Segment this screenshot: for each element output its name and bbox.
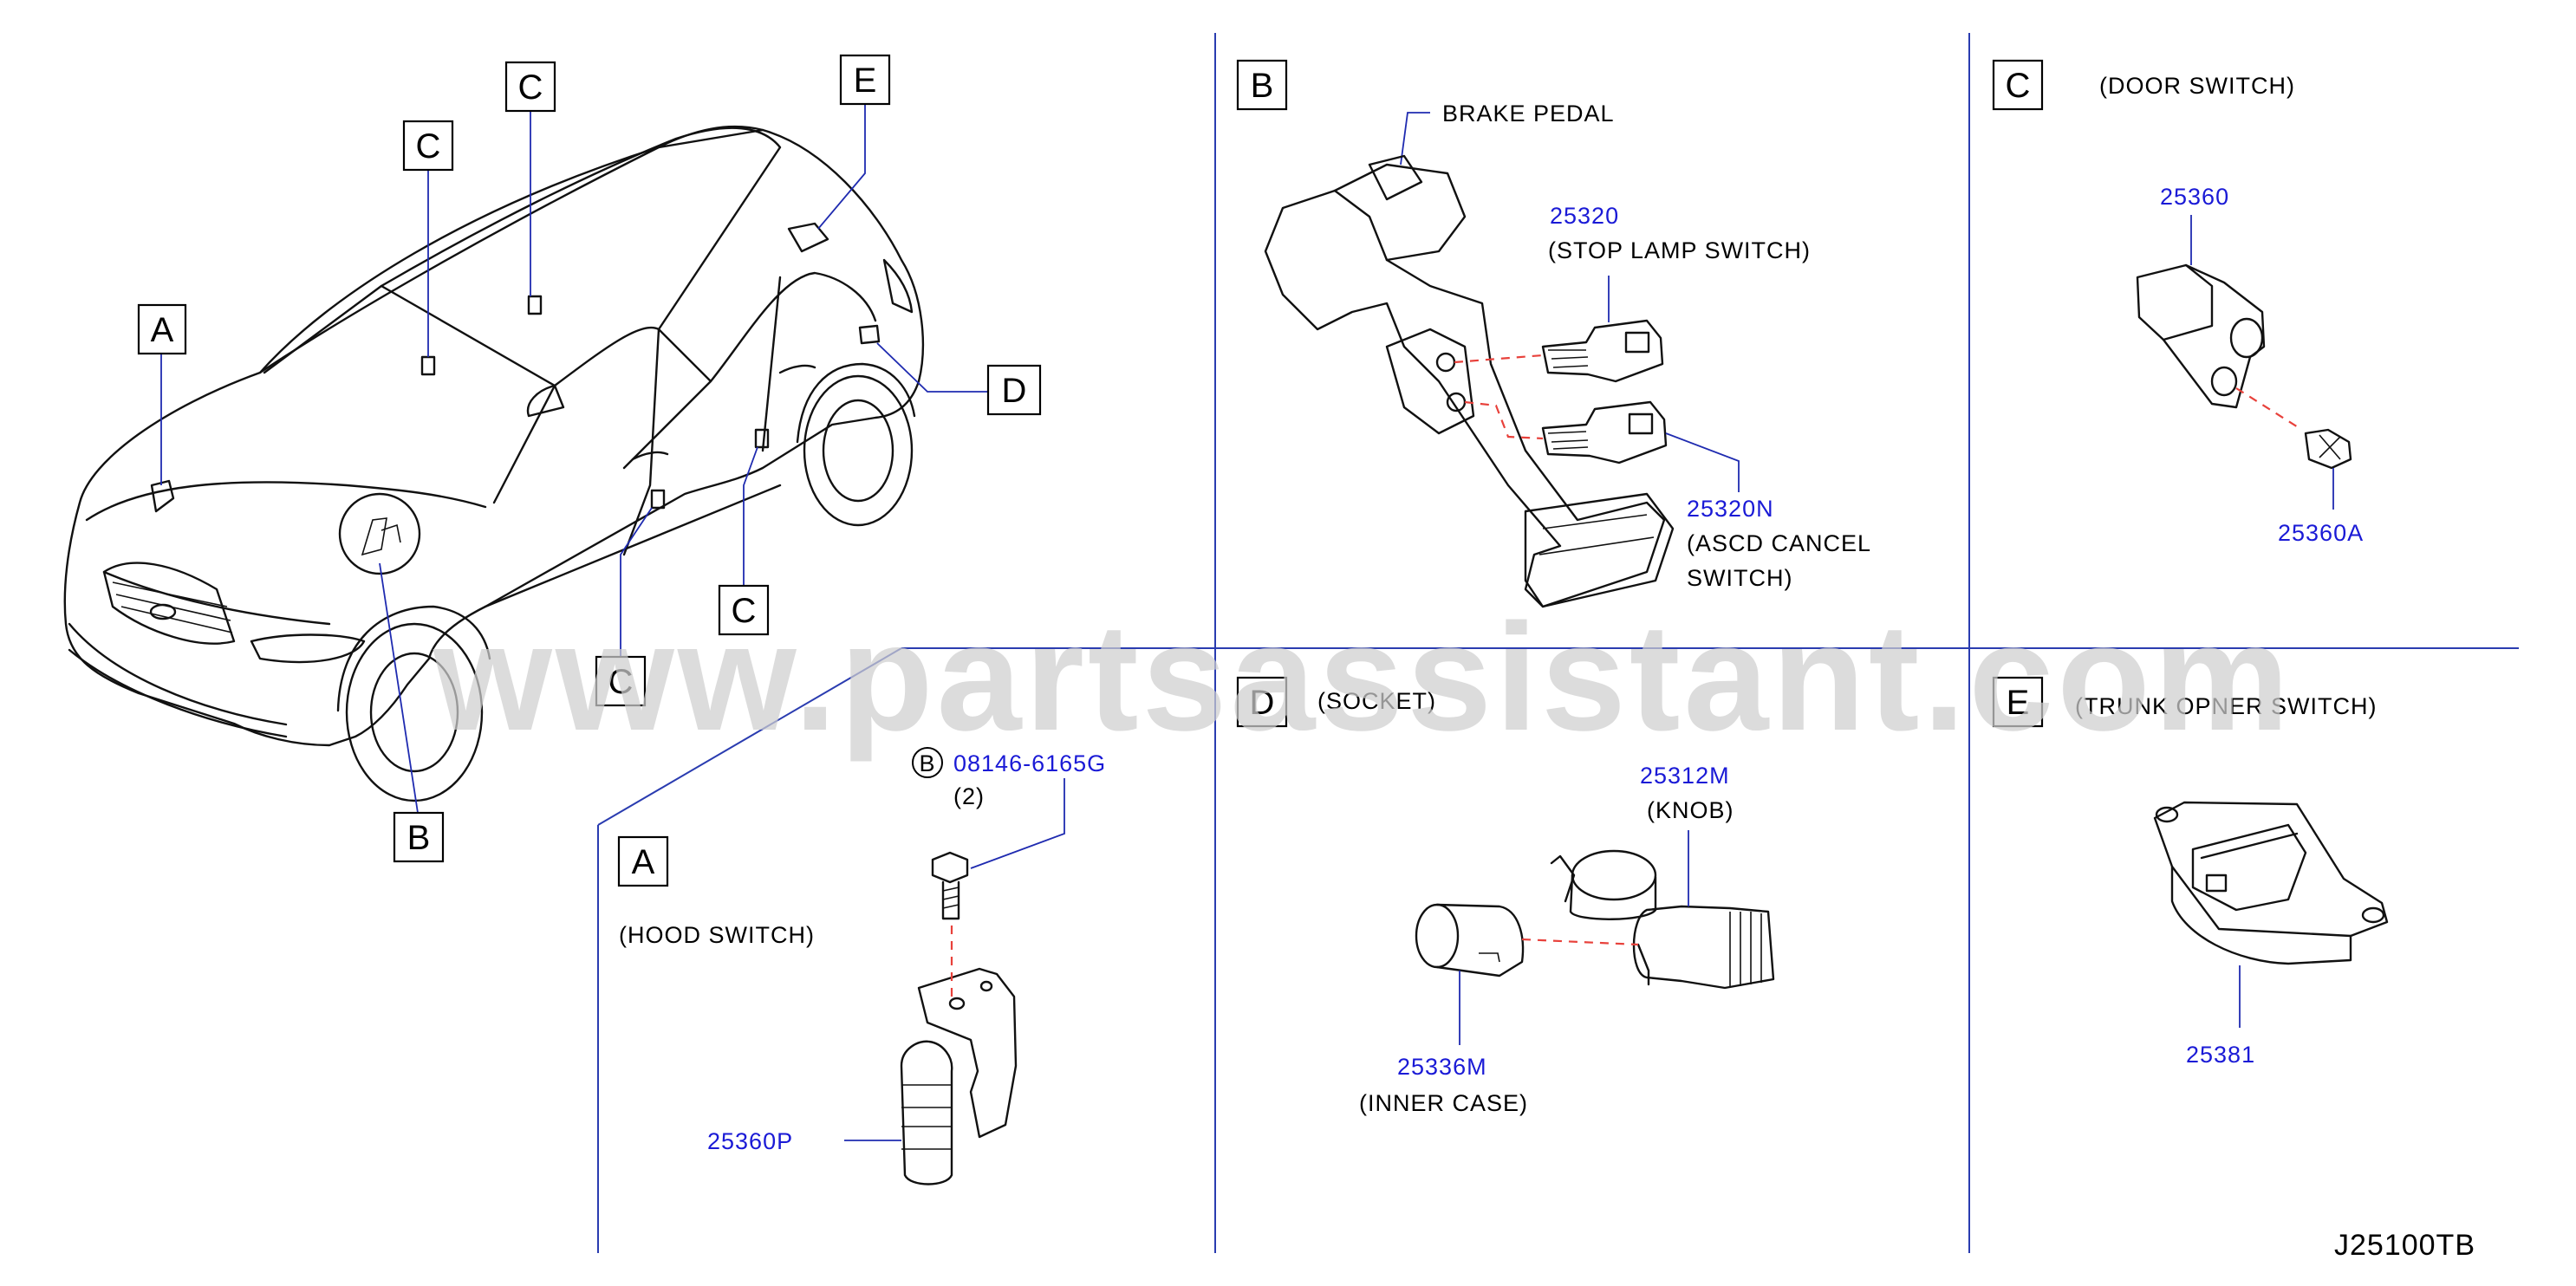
part-number: 25360A	[2278, 520, 2364, 546]
switch-marker	[754, 428, 770, 449]
panel-letter: E	[2007, 684, 2030, 722]
socket-marker	[858, 324, 881, 345]
part-number: 25320	[1550, 203, 1619, 229]
panel-letter: C	[2006, 67, 2031, 105]
ascd-cancel-switch-illustration	[1541, 400, 1668, 464]
callout-label: A	[151, 311, 174, 349]
panel-title: (DOOR SWITCH)	[2099, 73, 2295, 99]
part-number: 25381	[2186, 1042, 2255, 1068]
brake-pedal-title: BRAKE PEDAL	[1442, 101, 1615, 127]
callout-b: B	[379, 562, 445, 863]
panel-letter-box	[1992, 676, 2044, 728]
callout-c-bottom-left: C	[595, 507, 653, 707]
panel-d-socket: D (SOCKET) 25312M (KNOB) 25336M (INNER C…	[1236, 676, 1775, 1116]
vehicle-illustration	[63, 125, 925, 802]
bolt-part-number: 08146-6165G	[953, 750, 1106, 776]
callout-d: D	[876, 342, 1042, 416]
trunk-opener-switch-illustration	[2153, 801, 2389, 965]
callout-c-top-left: C	[402, 120, 454, 357]
bolt-quantity: (2)	[953, 783, 985, 809]
panel-title: (SOCKET)	[1317, 688, 1436, 714]
part-name: (STOP LAMP SWITCH)	[1548, 237, 1811, 263]
panel-letter: B	[1251, 67, 1274, 105]
callout-label: B	[407, 819, 431, 857]
trunk-switch-marker	[787, 222, 829, 253]
panel-title: (TRUNK OPNER SWITCH)	[2075, 693, 2377, 719]
panel-a-hood-switch: A (HOOD SWITCH) B 08146-6165G (2) 25360P	[617, 747, 1106, 1185]
callout-label: D	[1002, 372, 1027, 410]
part-name: (INNER CASE)	[1359, 1090, 1528, 1116]
part-name: (KNOB)	[1647, 797, 1734, 823]
panel-c-door-switch: C (DOOR SWITCH) 25360 25360A	[1992, 59, 2364, 546]
part-number: 25360P	[707, 1128, 793, 1154]
switch-marker	[650, 489, 666, 510]
panel-title: (HOOD SWITCH)	[619, 922, 815, 948]
socket-illustration	[1415, 849, 1775, 990]
part-number: 25312M	[1640, 763, 1730, 789]
door-switch-illustration	[2136, 263, 2352, 470]
diagram-code: J25100TB	[2334, 1229, 2475, 1262]
pedal-detail-circle	[338, 492, 421, 575]
vehicle-overview: A B C C C C D	[63, 54, 1042, 863]
bolt-symbol: B	[919, 750, 935, 776]
hood-switch-marker	[150, 479, 175, 513]
panel-letter-box	[1992, 59, 2044, 111]
callout-label: C	[416, 127, 441, 166]
panel-letter: A	[632, 843, 655, 881]
panel-letter-box	[1236, 59, 1288, 111]
callout-e: E	[817, 54, 891, 230]
part-number: 25320N	[1687, 496, 1774, 522]
callout-label: C	[518, 68, 543, 107]
callout-a: A	[137, 303, 187, 485]
bolt-symbol-circle	[912, 747, 943, 778]
panel-dividers	[597, 33, 2519, 1253]
hood-switch-illustration	[900, 851, 1018, 1185]
callout-label: E	[854, 62, 877, 100]
stop-lamp-switch-illustration	[1541, 319, 1664, 383]
panel-b-brake-pedal: B BRAKE PEDAL	[1236, 59, 1871, 608]
watermark: www.partsassistant.com	[433, 593, 2293, 763]
part-number: 25360	[2160, 184, 2229, 210]
callout-c-bottom-right: C	[718, 446, 770, 636]
panel-letter-box	[617, 835, 669, 887]
callout-c-top: C	[504, 61, 556, 296]
panel-letter: D	[1250, 684, 1275, 722]
callout-label: C	[608, 663, 634, 701]
switch-marker	[420, 355, 436, 376]
brake-pedal-illustration	[1264, 154, 1675, 608]
callout-label: C	[732, 592, 757, 630]
switch-marker	[527, 295, 543, 315]
part-name: SWITCH)	[1687, 565, 1792, 591]
panel-e-trunk-opener-switch: E (TRUNK OPNER SWITCH) 25381	[1992, 676, 2389, 1068]
part-name: (ASCD CANCEL	[1687, 530, 1871, 556]
panel-letter-box	[1236, 676, 1288, 728]
part-number: 25336M	[1397, 1054, 1487, 1080]
